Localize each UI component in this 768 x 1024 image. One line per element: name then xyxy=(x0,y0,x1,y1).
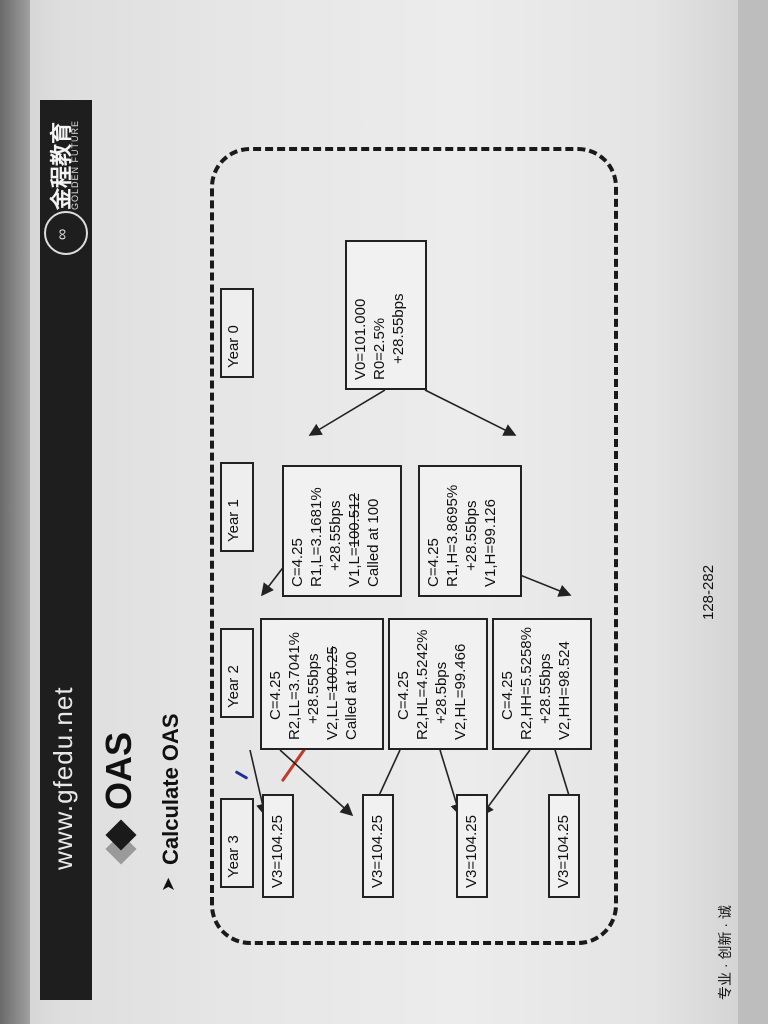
node-line: +28.55bps xyxy=(327,500,344,571)
node-year3-d: V3=104.25 xyxy=(262,794,294,898)
page-number: 128-282 xyxy=(700,564,717,620)
node-line: Called at 100 xyxy=(365,498,382,587)
node-line: R2,HL=4.5242% xyxy=(414,629,431,741)
node-root: V0=101.000 R0=2.5% +28.55bps xyxy=(345,240,427,390)
node-line: +28.55bps xyxy=(463,500,480,571)
node-line: R0=2.5% xyxy=(371,317,388,380)
node-year2-hl: C=4.25 R2,HL=4.5242% +28.5bps V2,HL=99.4… xyxy=(388,618,488,750)
page-edge xyxy=(738,0,768,1024)
edge-root-1L xyxy=(308,389,386,436)
node-line: C=4.25 xyxy=(267,671,284,720)
edge-2LL-3c xyxy=(279,749,354,817)
node-line: C=4.25 xyxy=(395,671,412,720)
struck-value: 100.512 xyxy=(346,493,363,548)
struck-value: 100.25 xyxy=(324,646,341,693)
year-label: Year 3 xyxy=(220,798,254,888)
node-year2-ll: C=4.25 R2,LL=3.7041% +28.55bps V2,LL=100… xyxy=(260,618,384,750)
node-year3-c: V3=104.25 xyxy=(362,794,394,898)
node-line: C=4.25 xyxy=(499,671,516,720)
year-label: Year 2 xyxy=(220,628,254,718)
node-year3-a: V3=104.25 xyxy=(548,794,580,898)
edge-1L-2LL xyxy=(261,564,286,597)
node-year1-high: C=4.25 R1,H=3.8695% +28.55bps V1,H=99.12… xyxy=(418,465,522,597)
node-line: V1,H=99.126 xyxy=(482,499,499,587)
year-label: Year 1 xyxy=(220,462,254,552)
year-label: Year 0 xyxy=(220,288,254,378)
node-line: +28.55bps xyxy=(305,653,322,724)
node-line: R2,HH=5.5258% xyxy=(518,627,535,740)
node-line: R1,L=3.1681% xyxy=(308,487,325,587)
node-line-prefix: V2,LL= xyxy=(324,692,341,740)
node-line: +28.5bps xyxy=(433,661,450,724)
edge-root-1H xyxy=(424,389,517,436)
node-line: R1,H=3.8695% xyxy=(444,484,461,587)
node-line: V0=101.000 xyxy=(352,298,369,380)
node-line: V3=104.25 xyxy=(269,815,286,888)
node-year3-b: V3=104.25 xyxy=(456,794,488,898)
node-line: V3=104.25 xyxy=(369,815,386,888)
paper-edge xyxy=(0,0,30,1024)
node-line: +28.55bps xyxy=(390,293,407,364)
node-line: C=4.25 xyxy=(289,538,306,587)
node-line: V2,HH=98.524 xyxy=(556,641,573,740)
node-line: V3=104.25 xyxy=(555,815,572,888)
node-line: V2,HL=99.466 xyxy=(452,643,469,740)
slide: www.gfedu.net ∞ 金程教育 GOLDEN FUTURE OAS ➤… xyxy=(40,100,740,1000)
node-line: Called at 100 xyxy=(343,651,360,740)
node-line-value: V2,LL=100.25 xyxy=(323,628,342,740)
node-line: +28.55bps xyxy=(537,653,554,724)
side-slogan: 专业 · 创新 · 诚 xyxy=(717,905,733,1000)
node-line: V3=104.25 xyxy=(463,815,480,888)
node-line: C=4.25 xyxy=(425,538,442,587)
node-line-value: V1,L=100.512 xyxy=(345,475,364,587)
node-line: R2,LL=3.7041% xyxy=(286,631,303,740)
node-line-prefix: V1,L= xyxy=(346,547,363,587)
node-year1-low: C=4.25 R1,L=3.1681% +28.55bps V1,L=100.5… xyxy=(282,465,402,597)
edge-2HH-3b xyxy=(481,749,531,817)
node-year2-hh: C=4.25 R2,HH=5.5258% +28.55bps V2,HH=98.… xyxy=(492,618,592,750)
